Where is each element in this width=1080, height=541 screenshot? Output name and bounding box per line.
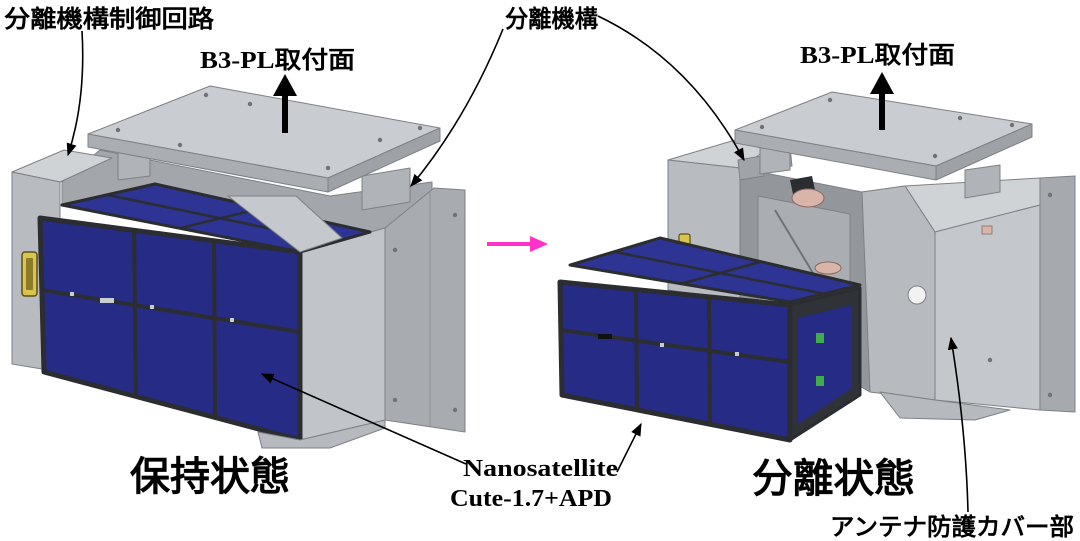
plate-bolt — [1009, 122, 1015, 128]
side-component — [816, 376, 824, 386]
cover-bolt — [452, 407, 458, 413]
arrow-shaft — [282, 93, 288, 133]
plate-bolt — [957, 115, 963, 121]
label-antenna-cover: アンテナ防護カバー部 — [830, 513, 1074, 541]
plate-bolt — [203, 92, 209, 98]
panel-divider — [634, 289, 639, 411]
leader-control-circuit — [66, 30, 84, 157]
antenna-cover-side — [1039, 175, 1076, 413]
label-separation-mechanism: 分離機構 — [505, 5, 598, 33]
leader-antenna-cover — [947, 336, 969, 513]
label-nanosatellite-model: Cute-1.7+APD — [450, 486, 612, 512]
plate-bolt — [177, 142, 183, 148]
mount-plate-side — [327, 127, 441, 193]
plate-bolt — [932, 153, 938, 159]
side-component — [816, 333, 824, 343]
label-separation-control-circuit: 分離機構制御回路 — [4, 5, 215, 33]
label-mount-surface-held: B3-PL取付面 — [200, 47, 355, 74]
mount-direction-arrow-separated — [870, 72, 894, 130]
top-panel-divider — [679, 260, 761, 286]
cover-bolt — [987, 357, 993, 363]
plate-bolt — [759, 124, 765, 130]
panel-divider — [132, 229, 138, 397]
satellite-side-frame — [788, 286, 862, 442]
rail-hardware — [735, 352, 739, 356]
mount-direction-arrow-held — [273, 74, 297, 133]
label-separated-state: 分離状態 — [752, 456, 915, 502]
cover-bolt — [452, 212, 458, 218]
label-mount-surface-separated: B3-PL取付面 — [800, 42, 955, 69]
label-nanosatellite-name: Nanosatellite — [463, 456, 618, 482]
rail-hardware — [598, 334, 612, 339]
antenna-cover-front — [934, 204, 1041, 411]
plate-bolt — [247, 101, 253, 107]
spring-disc — [814, 261, 842, 275]
satellite-front-face — [560, 282, 790, 440]
antenna-cover-hole — [907, 285, 927, 305]
arrow-shaft — [879, 92, 885, 130]
release-rod — [737, 155, 765, 181]
cover-bolt — [1047, 192, 1053, 198]
plate-bolt — [325, 165, 331, 171]
connector-pins — [26, 258, 33, 290]
rail-hardware — [100, 298, 114, 303]
satellite-top-frame — [568, 236, 862, 304]
plate-support-right — [964, 164, 1001, 199]
spring-disc — [791, 188, 825, 208]
antenna-cover-side — [384, 187, 466, 433]
mount-plate-side — [935, 123, 1033, 181]
leader-nanosatellite-held — [260, 373, 467, 465]
cover-bolt — [1047, 392, 1053, 398]
held-assembly — [11, 74, 466, 449]
leader-mechanism-held — [410, 28, 504, 187]
antenna-cover-bottom — [879, 391, 1011, 421]
rail-hardware — [230, 318, 234, 322]
rail-hardware — [660, 343, 664, 347]
label-held-state: 保持状態 — [130, 454, 290, 500]
panel-divider — [707, 296, 712, 425]
plate-bolt — [417, 125, 423, 131]
transition-arrow-head — [530, 236, 548, 252]
leader-nanosatellite-separated — [616, 422, 642, 473]
antenna-cover-front — [299, 227, 386, 441]
cover-bolt — [392, 247, 398, 253]
rail-hardware — [70, 292, 74, 296]
leader-mechanism-separated — [597, 15, 745, 162]
satellite-top-frame — [60, 182, 372, 254]
panel-divider — [41, 288, 301, 334]
plate-bolt — [827, 97, 833, 103]
arrow-head — [870, 72, 894, 94]
satellite-front-face — [40, 218, 300, 440]
cover-bolt — [392, 397, 398, 403]
panel-divider — [212, 240, 217, 419]
plate-bolt — [377, 137, 383, 143]
plate-support-right — [361, 167, 411, 211]
antenna-cover-slope — [227, 195, 343, 253]
satellite-side-panel — [798, 305, 852, 424]
plate-bolt — [115, 127, 121, 133]
separated-nanosatellite — [557, 236, 862, 443]
arrow-head — [273, 74, 297, 96]
state-transition-arrow — [487, 236, 548, 252]
cover-fitting — [981, 225, 993, 235]
rail-hardware — [150, 305, 154, 309]
